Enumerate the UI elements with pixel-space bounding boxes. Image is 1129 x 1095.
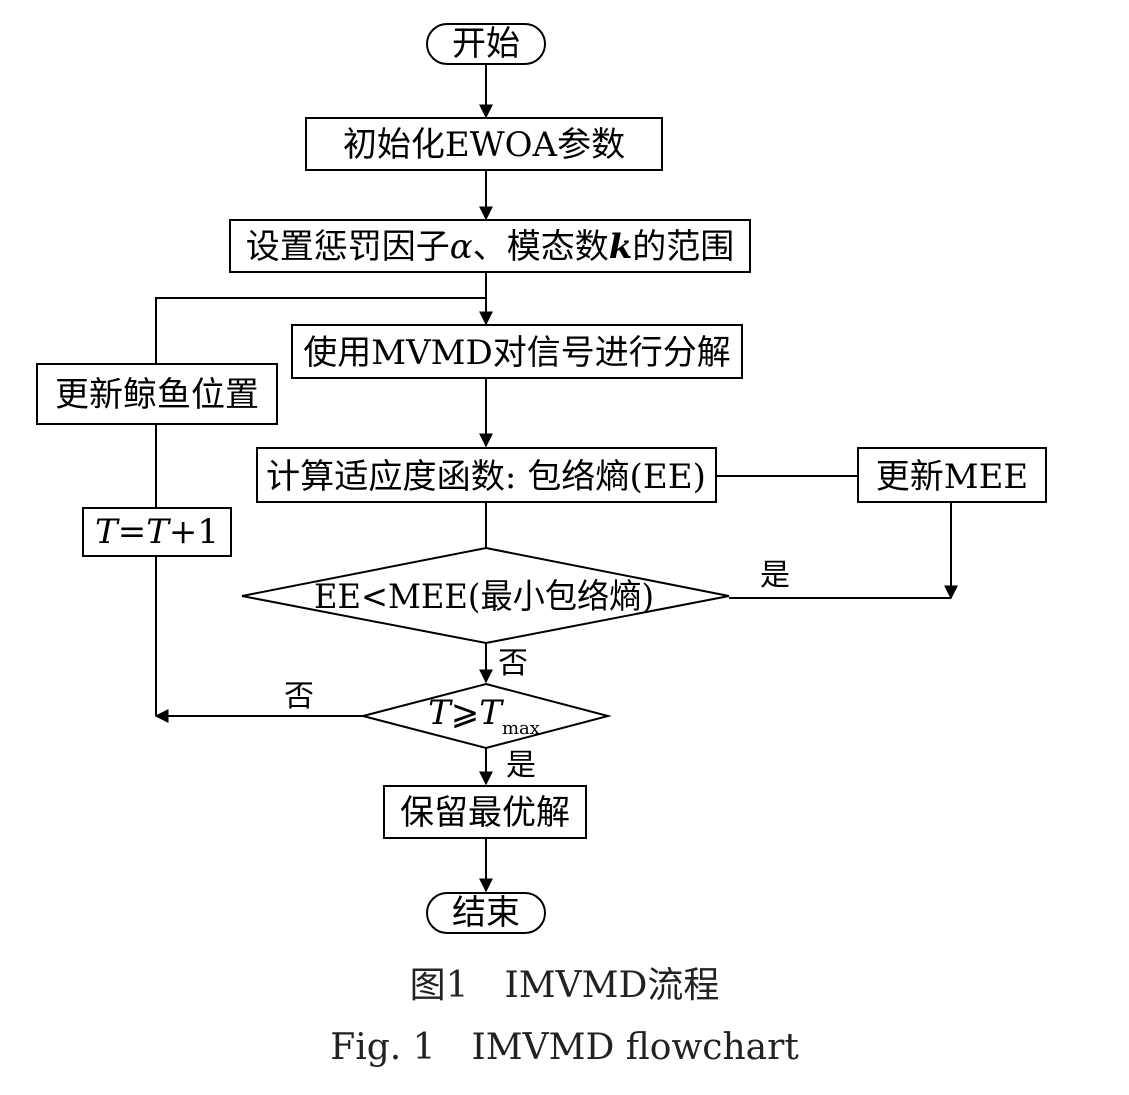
- node-set-range: 设置惩罚因子α、模态数k的范围: [229, 219, 751, 273]
- decision-t-tmax: T: [479, 693, 504, 733]
- node-decision-t-label: T⩾Tmax: [428, 693, 540, 739]
- node-start-label: 开始: [452, 24, 520, 64]
- t-increment-t1: T: [95, 512, 120, 552]
- set-range-alpha: α: [450, 227, 473, 267]
- node-end: 结束: [426, 892, 546, 934]
- node-decompose: 使用MVMD对信号进行分解: [291, 324, 743, 379]
- node-update-mee-label: 更新MEE: [876, 457, 1028, 497]
- node-end-label: 结束: [452, 893, 520, 933]
- set-range-suffix: 的范围: [632, 227, 734, 267]
- decision-t-var: T: [428, 693, 453, 733]
- edges: [154, 64, 958, 893]
- node-keep-best-label: 保留最优解: [400, 793, 570, 833]
- node-update-whale-label: 更新鲸鱼位置: [55, 375, 259, 415]
- edge-label-t-no: 否: [284, 679, 314, 714]
- node-decision-ee-label: EE<MEE(最小包络熵): [314, 577, 654, 617]
- set-range-mid: 、模态数: [473, 227, 609, 267]
- node-update-mee: 更新MEE: [857, 447, 1047, 503]
- node-decision-t: T⩾Tmax: [359, 682, 612, 750]
- flowchart: 开始 初始化EWOA参数 设置惩罚因子α、模态数k的范围 使用MVMD对信号进行…: [36, 23, 1047, 934]
- node-init: 初始化EWOA参数: [305, 117, 663, 171]
- edge-label-ee-yes: 是: [760, 558, 790, 593]
- t-increment-plus: +1: [169, 512, 219, 552]
- node-update-whale: 更新鲸鱼位置: [36, 363, 278, 425]
- node-t-increment-label: T=T+1: [95, 512, 219, 552]
- decision-t-geq: ⩾: [451, 693, 480, 733]
- set-range-k: k: [609, 227, 633, 267]
- node-start: 开始: [426, 23, 546, 65]
- decision-t-sub: max: [502, 718, 540, 739]
- node-keep-best: 保留最优解: [383, 785, 587, 839]
- node-decompose-label: 使用MVMD对信号进行分解: [303, 333, 730, 373]
- figure-caption-english: Fig. 1 IMVMD flowchart: [330, 1027, 799, 1068]
- set-range-prefix: 设置惩罚因子: [246, 227, 450, 267]
- edge-loop-top: [155, 297, 486, 364]
- node-set-range-label: 设置惩罚因子α、模态数k的范围: [246, 227, 735, 267]
- node-t-increment: T=T+1: [82, 507, 232, 557]
- node-decision-ee: EE<MEE(最小包络熵): [241, 546, 730, 645]
- node-fitness: 计算适应度函数: 包络熵(EE): [256, 447, 717, 503]
- node-fitness-label: 计算适应度函数: 包络熵(EE): [266, 457, 706, 497]
- node-init-label: 初始化EWOA参数: [343, 125, 625, 165]
- t-increment-t2: T: [146, 512, 171, 552]
- t-increment-eq: =: [118, 512, 147, 552]
- edge-label-t-yes: 是: [506, 748, 536, 783]
- figure-caption-chinese: 图1 IMVMD流程: [409, 965, 720, 1006]
- edge-label-ee-no: 否: [498, 646, 528, 681]
